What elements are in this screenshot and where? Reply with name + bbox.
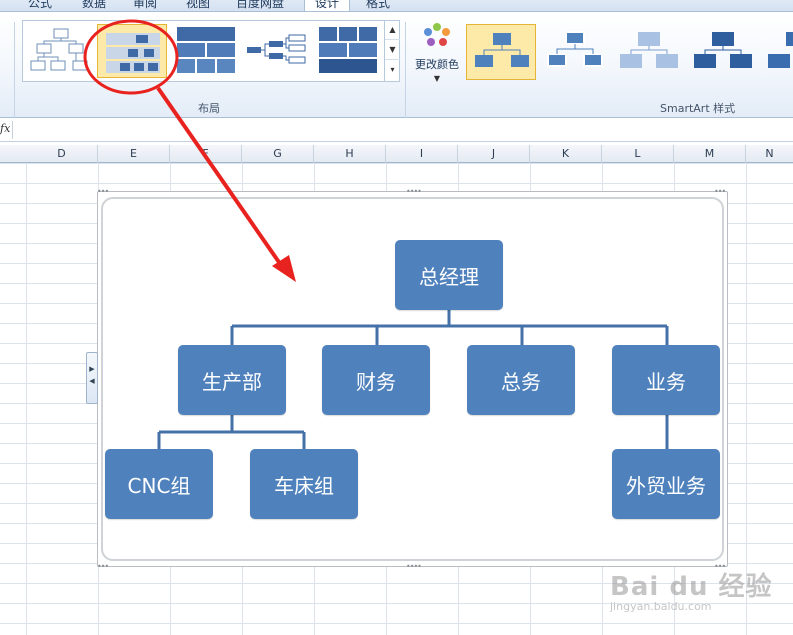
horizontal-hierarchy-layout-icon <box>247 34 306 64</box>
watermark-url: jingyan.baidu.com <box>610 600 712 613</box>
org-node-production[interactable]: 生产部 <box>178 345 286 415</box>
org-node-lathe-group[interactable]: 车床组 <box>250 449 358 519</box>
column-header[interactable]: F <box>170 145 242 163</box>
white-outline-style-icon <box>547 31 603 67</box>
column-header[interactable]: E <box>98 145 170 163</box>
layout-horizontal-hierarchy[interactable] <box>243 25 309 77</box>
org-node-business[interactable]: 业务 <box>612 345 720 415</box>
column-header[interactable]: L <box>602 145 674 163</box>
org-node-finance[interactable]: 财务 <box>322 345 430 415</box>
column-header[interactable]: H <box>314 145 386 163</box>
baidu-watermark: Bai du 经验 jingyan.baidu.com <box>600 558 793 635</box>
tab-baidu-netdisk[interactable]: 百度网盘 <box>236 0 285 10</box>
grid-line <box>26 163 27 635</box>
watermark-logo-text: Bai du 经验 <box>610 572 773 602</box>
column-header[interactable]: M <box>674 145 746 163</box>
column-header[interactable]: N <box>765 147 774 160</box>
layout-labeled-hierarchy[interactable] <box>97 24 167 78</box>
labeled-table-layout-icon <box>319 27 377 73</box>
simple-fill-style-icon <box>475 33 529 67</box>
gallery-more-icon[interactable]: ▾ <box>390 65 395 74</box>
intense-effect-style-icon <box>768 32 793 68</box>
org-node-foreign-trade[interactable]: 外贸业务 <box>612 449 720 519</box>
style-intense-effect[interactable] <box>762 24 793 80</box>
smartart-styles-gallery[interactable] <box>466 24 793 82</box>
moderate-effect-style-icon <box>694 32 752 68</box>
layout-labeled-table[interactable] <box>315 25 381 77</box>
resize-handle-corner[interactable]: ••• <box>97 187 109 196</box>
tab-data[interactable]: 数据 <box>82 0 107 10</box>
change-colors-button[interactable]: 更改颜色 ▼ <box>410 22 464 92</box>
group-separator <box>405 22 406 122</box>
layout-hierarchy[interactable] <box>27 25 93 77</box>
layout-gallery-scroll[interactable]: ▲ ▼ ▾ <box>384 20 400 82</box>
column-header[interactable]: J <box>458 145 530 163</box>
resize-handle-corner[interactable]: ••• <box>714 562 726 571</box>
style-white-outline[interactable] <box>540 24 610 80</box>
ribbon-tabs: 公式 数据 审阅 视图 百度网盘 设计 格式 <box>0 0 793 12</box>
resize-handle-bottom[interactable]: •••• <box>406 562 422 571</box>
change-colors-label: 更改颜色 <box>415 58 459 71</box>
expand-arrow-icon: ▶◀ <box>89 365 95 385</box>
column-header[interactable]: K <box>530 145 602 163</box>
scroll-up-icon[interactable]: ▲ <box>385 20 400 40</box>
color-palette-icon <box>424 23 450 46</box>
column-header[interactable]: G <box>242 145 314 163</box>
style-subtle-effect[interactable] <box>614 24 684 80</box>
column-header[interactable]: I <box>386 145 458 163</box>
text-pane-toggle[interactable]: ▶◀ <box>86 352 98 404</box>
ribbon-body: ▲ ▼ ▾ 布局 更改颜色 ▼ <box>0 12 793 122</box>
table-hierarchy-layout-icon <box>177 27 235 73</box>
formula-input[interactable] <box>12 121 793 139</box>
tab-formulas[interactable]: 公式 <box>28 0 53 10</box>
resize-handle-corner[interactable]: ••• <box>714 187 726 196</box>
style-simple-fill[interactable] <box>466 24 536 80</box>
resize-handle-corner[interactable]: ••• <box>97 562 109 571</box>
grid-line <box>746 163 747 635</box>
tab-review[interactable]: 审阅 <box>133 0 158 10</box>
org-node-general-affairs[interactable]: 总务 <box>467 345 575 415</box>
tab-view[interactable]: 视图 <box>186 0 211 10</box>
layout-group-label: 布局 <box>198 102 220 115</box>
scroll-down-icon[interactable]: ▼ <box>385 40 400 60</box>
formula-bar: fx <box>0 118 793 142</box>
layout-gallery[interactable] <box>22 20 400 82</box>
labeled-hierarchy-layout-icon <box>106 33 160 73</box>
tab-design[interactable]: 设计 <box>304 0 351 11</box>
org-node-cnc-group[interactable]: CNC组 <box>105 449 213 519</box>
fx-icon[interactable]: fx <box>0 122 11 135</box>
style-moderate-effect[interactable] <box>688 24 758 80</box>
dropdown-arrow-icon: ▼ <box>433 74 441 83</box>
tab-format[interactable]: 格式 <box>366 0 391 10</box>
column-headers: D E F G H I J K L M N <box>0 145 793 163</box>
group-separator <box>14 22 15 122</box>
column-header[interactable]: D <box>26 145 98 163</box>
layout-table-hierarchy[interactable] <box>173 25 239 77</box>
resize-handle-top[interactable]: •••• <box>406 187 422 196</box>
org-node-general-manager[interactable]: 总经理 <box>395 240 503 310</box>
hierarchy-layout-icon <box>30 28 88 71</box>
smartart-styles-group-label: SmartArt 样式 <box>660 102 736 115</box>
subtle-effect-style-icon <box>620 32 678 68</box>
